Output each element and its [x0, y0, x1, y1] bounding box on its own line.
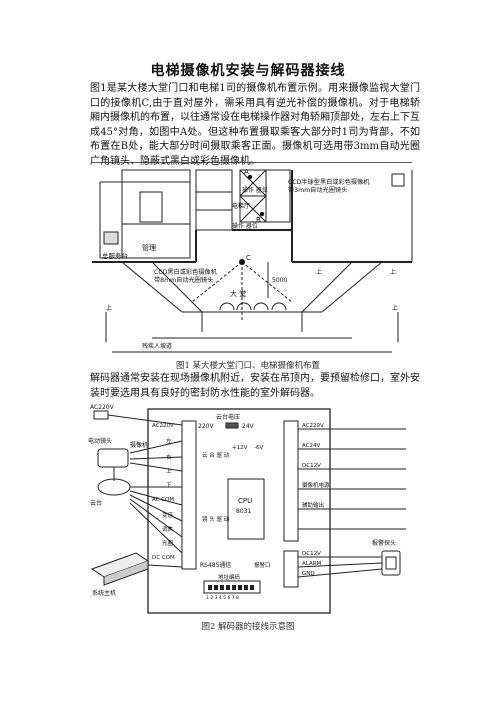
- left-terminal-6: AC COM: [152, 497, 174, 503]
- right-terminal-2: AC24V: [302, 443, 321, 449]
- desk-label: 总服务台: [102, 251, 128, 260]
- up-label-1: 上: [316, 268, 322, 276]
- cpu-label: CPU: [238, 497, 252, 505]
- ramp-label: 残疾人坡道: [142, 342, 172, 350]
- pantilt-label: 云台: [90, 499, 102, 507]
- marker-b: B: [256, 216, 261, 224]
- alarm-head-label: 报警探头: [372, 539, 396, 547]
- camera-c-marker: [239, 259, 245, 265]
- camera-label: 摄像机: [130, 441, 148, 449]
- operator-1-label: 操作 器位: [242, 186, 268, 194]
- cpu-model-label: 8031: [236, 508, 251, 515]
- marker-c: C: [246, 254, 251, 262]
- ccd-c-lens-label: 带8mm自动光圈镜头: [154, 276, 213, 284]
- camera-a-marker: [247, 174, 253, 180]
- camera-b-marker: [259, 211, 265, 217]
- intro-paragraph: 图1是某大楼大堂门口和电梯1司的摄像机布置示例。用来摄像监视大堂门口的接像机C,…: [90, 83, 420, 167]
- lens-drive-label: 镜 头 驱 动: [202, 515, 230, 523]
- left-terminal-8: 调焦: [162, 525, 174, 533]
- ac220-top-label: AC220V: [90, 404, 115, 411]
- dimension-label: 5000: [272, 277, 287, 284]
- v24-label: 24V: [242, 423, 255, 430]
- left-terminal-3: 右: [166, 453, 172, 461]
- v220-label: 220V: [198, 423, 214, 430]
- up-label-3: 上: [390, 268, 396, 276]
- page-title: 电梯摄像机安装与解码器接线: [150, 63, 346, 79]
- alarm-terminal-1: DC12V: [302, 551, 321, 557]
- dip-label: 地址编码: [218, 573, 241, 581]
- figure-1-floor-plan: 管理 总服务台 操作 器位 电梯厅 操作 器位 CCD半球型黑白或彩色摄像机 带…: [92, 162, 413, 353]
- ccd-c-label: CCD黑白或彩色摄像机: [154, 268, 218, 276]
- left-terminal-7: 变倍: [162, 511, 174, 519]
- elevator-hall-label: 电梯厅: [232, 202, 250, 210]
- up-label-2: 上: [106, 304, 112, 312]
- alarm-port-label: 报警口: [254, 561, 271, 569]
- right-terminal-3: DC12V: [302, 463, 321, 469]
- motor-lens-label: 电动镜头: [88, 437, 112, 445]
- operator-2-label: 操作 器位: [232, 222, 258, 230]
- lobby-label: 大 堂: [230, 289, 246, 298]
- system-host-label: 系统主机: [92, 589, 116, 597]
- rs485-label: RS485通信: [200, 561, 231, 569]
- v12-label: +12V: [232, 445, 248, 451]
- up-label-4: 上: [392, 304, 398, 312]
- left-terminal-5: 下: [166, 482, 172, 489]
- pantilt-voltage-label: 云台电压: [216, 413, 240, 421]
- guard-room-label: 管理: [142, 243, 156, 252]
- left-terminal-10: DC COM: [152, 555, 175, 561]
- left-terminal-2: 左: [166, 437, 172, 445]
- dip-numbers: 1 2 3 4 5 6 7 8: [206, 595, 239, 601]
- left-terminal-9: 光圈: [162, 539, 174, 547]
- marker-a: A: [244, 168, 249, 176]
- pantilt-drive-label: 云 台 驱 动: [202, 451, 230, 459]
- left-terminal-4: 上: [166, 467, 172, 475]
- v6-label: -6V: [254, 445, 263, 451]
- alarm-terminal-3: GND: [302, 571, 315, 577]
- left-terminal-1: AC220V: [152, 423, 174, 429]
- right-terminal-1: AC220V: [302, 423, 324, 429]
- right-terminal-4: 摄像机电源: [302, 481, 330, 489]
- figure-1-caption: 图1 某大楼大堂门口、电梯摄像机布置: [175, 361, 321, 371]
- ccd-a-lens-label: 带3mm自动光圈镜头: [288, 186, 347, 194]
- right-terminal-5: 辅助输出: [302, 501, 324, 509]
- decoder-paragraph: 解码器通常安装在现场摄像机附近，安装在吊顶内，要预留检修口，室外安装时要选用具有…: [90, 373, 420, 399]
- figure-2-caption: 图2 解码器的接线示意图: [201, 622, 295, 632]
- alarm-terminal-2: ALARM: [302, 561, 322, 567]
- ccd-a-label: CCD半球型黑白或彩色摄像机: [288, 178, 370, 186]
- figure-2-decoder-wiring: AC220V 电动镜头 摄像机 云台 云台电压 220V 24V AC220V …: [88, 404, 406, 614]
